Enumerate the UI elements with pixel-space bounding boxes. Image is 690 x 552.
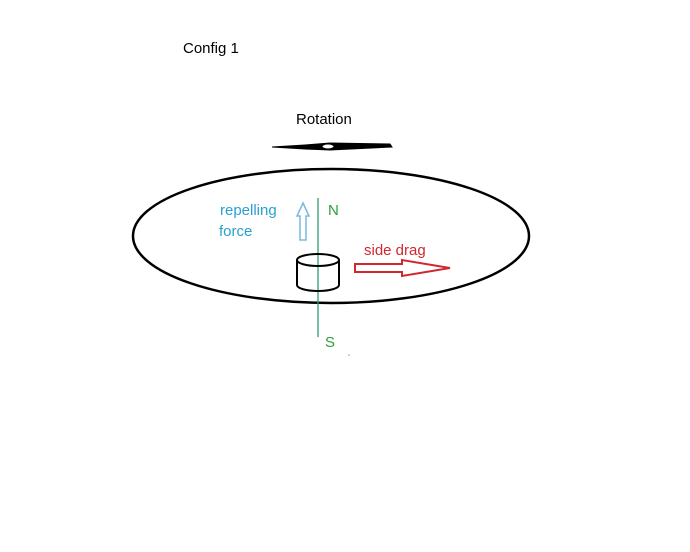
side-drag-label: side drag xyxy=(364,242,426,259)
repelling-force-label-line1: repelling xyxy=(220,202,277,219)
cylinder-magnet xyxy=(296,253,340,292)
repelling-force-label-line2: force xyxy=(219,223,252,240)
rotation-label: Rotation xyxy=(296,111,352,128)
config-title: Config 1 xyxy=(183,40,239,57)
south-label: S xyxy=(325,334,335,351)
rotation-arrow xyxy=(271,142,393,151)
side-drag-arrow xyxy=(354,258,451,278)
stray-dot xyxy=(348,354,350,356)
north-label: N xyxy=(328,202,339,219)
repelling-force-arrow xyxy=(295,201,311,241)
rotating-disk xyxy=(131,167,531,305)
